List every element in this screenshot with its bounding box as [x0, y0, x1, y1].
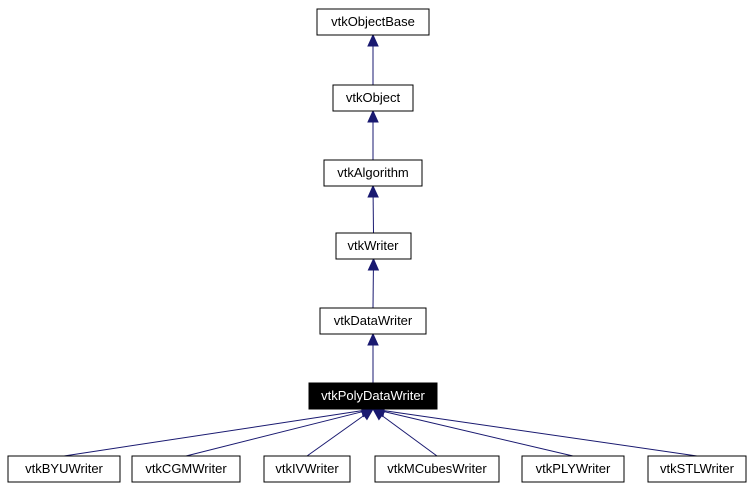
- node-label-vtkObject: vtkObject: [346, 90, 401, 105]
- edge-algorithm-to-object: [367, 109, 379, 160]
- node-label-vtkIVWriter: vtkIVWriter: [275, 461, 339, 476]
- node-label-vtkAlgorithm: vtkAlgorithm: [337, 165, 409, 180]
- node-label-vtkMCubesWriter: vtkMCubesWriter: [387, 461, 487, 476]
- node-label-vtkPolyDataWriter: vtkPolyDataWriter: [321, 388, 425, 403]
- node-label-vtkCGMWriter: vtkCGMWriter: [145, 461, 227, 476]
- node-vtkObjectBase[interactable]: vtkObjectBase: [316, 8, 430, 36]
- node-vtkAlgorithm[interactable]: vtkAlgorithm: [323, 159, 423, 187]
- node-label-vtkWriter: vtkWriter: [347, 238, 399, 253]
- node-label-vtkBYUWriter: vtkBYUWriter: [25, 461, 103, 476]
- node-vtkMCubesWriter[interactable]: vtkMCubesWriter: [374, 455, 500, 483]
- node-vtkDataWriter[interactable]: vtkDataWriter: [319, 307, 427, 335]
- node-label-vtkPLYWriter: vtkPLYWriter: [536, 461, 611, 476]
- node-vtkSTLWriter[interactable]: vtkSTLWriter: [647, 455, 747, 483]
- node-vtkPolyDataWriter[interactable]: vtkPolyDataWriter: [308, 382, 438, 410]
- edge-object-to-object_base: [367, 33, 379, 85]
- node-vtkBYUWriter[interactable]: vtkBYUWriter: [7, 455, 121, 483]
- edge-poly_data_writer-to-data_writer: [367, 332, 379, 383]
- node-vtkPLYWriter[interactable]: vtkPLYWriter: [521, 455, 625, 483]
- node-vtkCGMWriter[interactable]: vtkCGMWriter: [131, 455, 241, 483]
- node-vtkWriter[interactable]: vtkWriter: [335, 232, 412, 260]
- edge-stl_writer-to-poly_data_writer: [371, 404, 698, 457]
- edge-cgm_writer-to-poly_data_writer: [185, 406, 375, 457]
- edge-iv_writer-to-poly_data_writer: [306, 408, 374, 457]
- node-label-vtkSTLWriter: vtkSTLWriter: [660, 461, 735, 476]
- inheritance-edges: [63, 33, 698, 457]
- edge-byu_writer-to-poly_data_writer: [63, 405, 375, 457]
- edge-data_writer-to-writer: [367, 257, 380, 309]
- node-vtkIVWriter[interactable]: vtkIVWriter: [263, 455, 351, 483]
- edge-writer-to-algorithm: [367, 184, 379, 234]
- node-label-vtkObjectBase: vtkObjectBase: [331, 14, 415, 29]
- node-label-vtkDataWriter: vtkDataWriter: [334, 313, 413, 328]
- node-vtkObject[interactable]: vtkObject: [332, 84, 414, 112]
